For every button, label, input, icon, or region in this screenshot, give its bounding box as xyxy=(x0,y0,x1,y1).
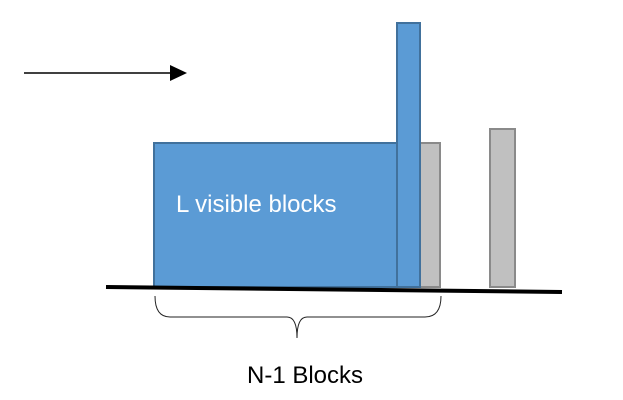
tall-visible-block xyxy=(396,22,421,288)
hidden-block xyxy=(417,142,441,288)
arrow-head-icon xyxy=(170,65,187,81)
ground-line xyxy=(105,285,563,294)
bracket xyxy=(154,295,442,339)
hidden-block-far xyxy=(489,128,516,288)
bracket-label: N-1 Blocks xyxy=(247,362,363,389)
visible-blocks-label: L visible blocks xyxy=(176,191,337,218)
